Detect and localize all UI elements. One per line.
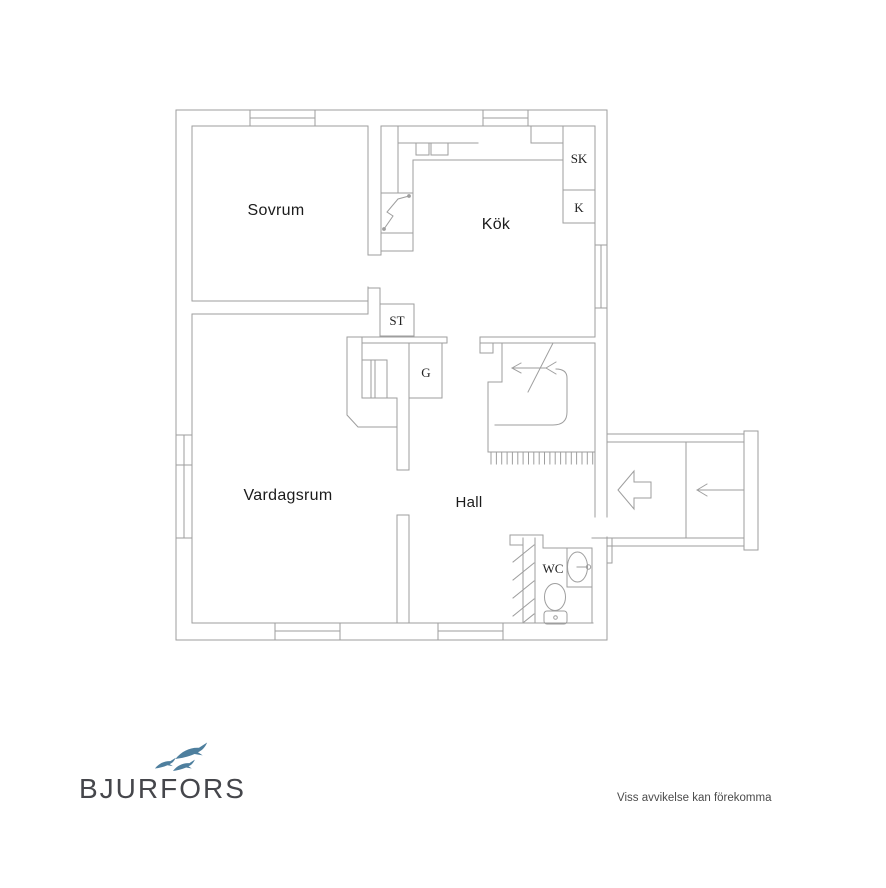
disclaimer-text: Viss avvikelse kan förekomma [617, 792, 772, 804]
floor-plan-walls [175, 109, 759, 641]
room-label-vardagsrum: Vardagsrum [244, 487, 333, 504]
room-label-hall: Hall [455, 494, 482, 511]
entry-arrow-icon [617, 469, 652, 511]
fireplace-icon [346, 336, 398, 428]
bjurfors-birds-icon [154, 742, 208, 771]
entry-direction-arrow-icon [696, 483, 745, 497]
stair-direction-arrow-icon [511, 361, 557, 375]
bjurfors-logo-text: BJURFORS [79, 773, 246, 804]
staircase-icon [479, 336, 596, 518]
room-label-wc: WC [543, 561, 564, 576]
closet-label-k: K [574, 200, 584, 215]
stove-icon [380, 192, 414, 234]
closet-label-g: G [421, 365, 430, 380]
toilet-icon [543, 583, 568, 625]
closet-label-st: ST [389, 313, 404, 328]
closet-label-sk: SK [571, 151, 588, 166]
sink-icon [566, 547, 593, 588]
windows [175, 109, 608, 641]
room-label-kok: Kök [482, 216, 511, 233]
room-label-sovrum: Sovrum [248, 202, 305, 219]
entry-porch [591, 430, 759, 564]
